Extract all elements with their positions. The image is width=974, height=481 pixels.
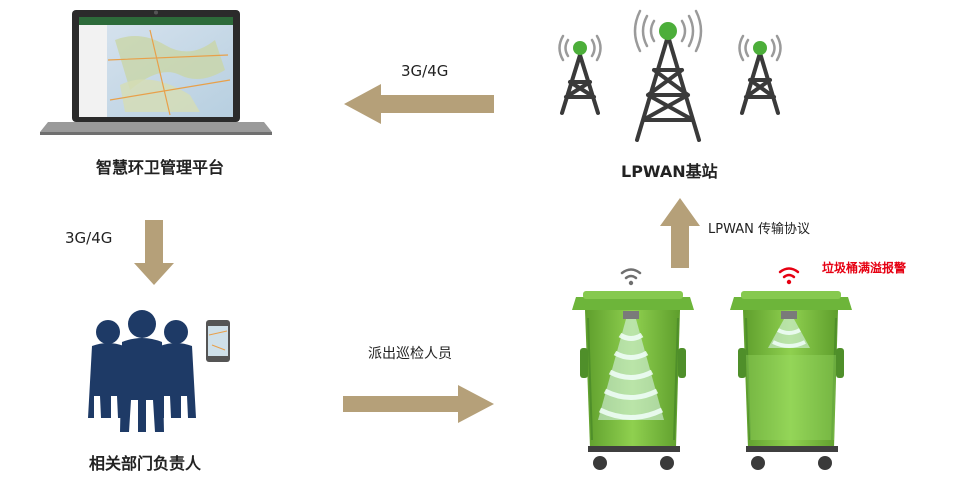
node-label-platform: 智慧环卫管理平台 — [96, 158, 225, 177]
edge-label-station-to-platform: 3G/4G — [401, 62, 449, 80]
people-icon — [88, 310, 196, 432]
signal-wave-icon — [558, 9, 782, 62]
wifi-alarm-icon-dot — [786, 279, 792, 285]
node-label-people: 相关部门负责人 — [89, 454, 202, 473]
laptop-icon — [40, 10, 272, 135]
arrow-platform-to-people — [134, 220, 174, 285]
phone-icon — [206, 320, 230, 362]
trash-bin-icon — [730, 291, 852, 470]
arrow-people-to-bins — [343, 385, 494, 423]
wifi-icon — [620, 268, 642, 280]
trash-bin-icon — [572, 291, 694, 470]
alert-label: 垃圾桶满溢报警 — [822, 261, 907, 275]
wifi-alarm-icon — [778, 267, 800, 279]
node-label-base-station: LPWAN基站 — [621, 162, 718, 181]
edge-label-bins-to-station: LPWAN 传输协议 — [708, 222, 810, 237]
antenna-icon — [573, 22, 767, 55]
arrow-station-to-platform — [344, 84, 494, 124]
tower-icon — [560, 34, 780, 142]
wifi-icon-dot — [628, 280, 634, 286]
edge-label-people-to-bins: 派出巡检人员 — [368, 346, 452, 362]
arrow-bins-to-station — [660, 198, 700, 268]
edge-label-platform-to-people: 3G/4G — [65, 229, 113, 247]
